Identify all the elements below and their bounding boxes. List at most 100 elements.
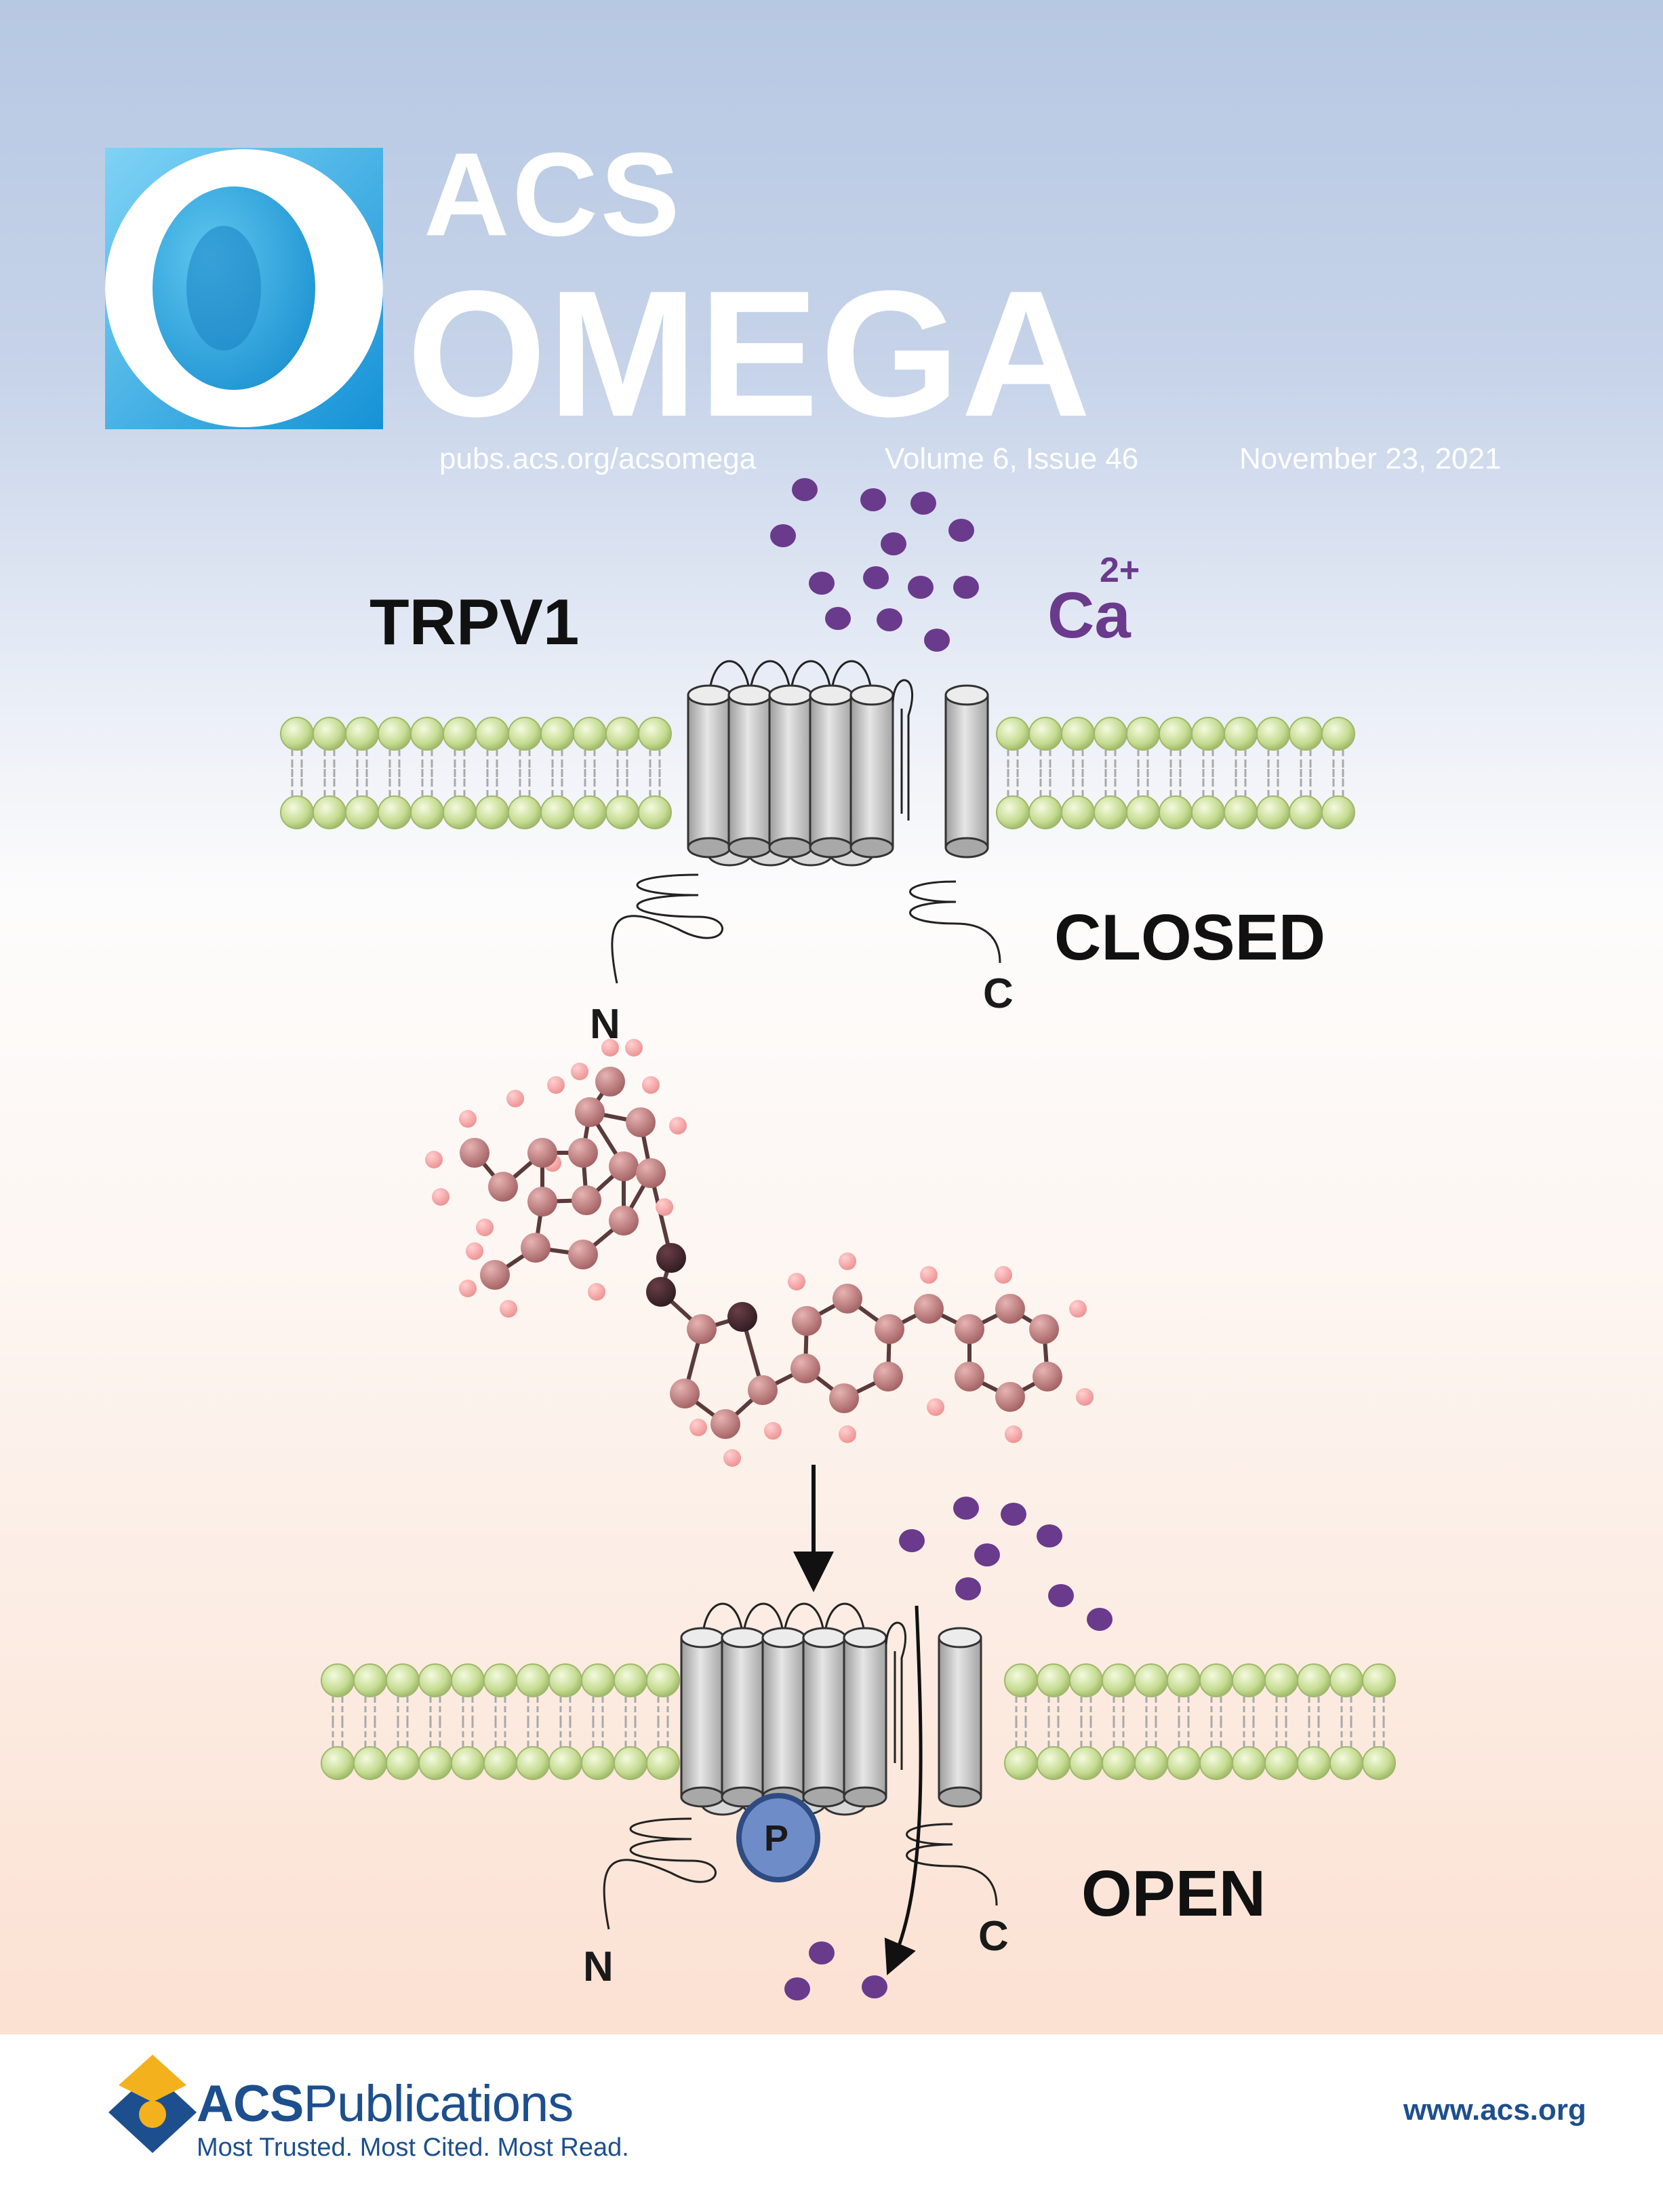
calcium-ion [809, 1941, 835, 1964]
lipid-head [483, 1663, 517, 1697]
lipid-head [1126, 795, 1160, 829]
lipid-head [1329, 1663, 1363, 1697]
lipid-head [386, 1746, 420, 1780]
hydrogen-atom [425, 1151, 443, 1168]
hydrogen-atom [723, 1449, 741, 1467]
lipid-head [1069, 1746, 1103, 1780]
carbon-atom [572, 1185, 601, 1215]
calcium-ion [1087, 1608, 1113, 1631]
lipid-head [321, 1746, 355, 1780]
lipid-membrane-closed [280, 717, 1355, 829]
carbon-atom [670, 1379, 700, 1408]
lipid-head [418, 1746, 452, 1780]
calcium-ion [862, 1975, 887, 1998]
hydrogen-atom [788, 1273, 805, 1290]
lipid-head [443, 717, 477, 751]
calcium-ion [881, 532, 906, 555]
helix-bottom [938, 1786, 982, 1808]
helix-body [944, 694, 989, 849]
lipid-head [410, 717, 444, 751]
lipid-head [483, 1746, 517, 1780]
channel-loop [748, 660, 792, 703]
helix-top [809, 684, 854, 706]
helix-body [680, 1636, 725, 1798]
lipid-head [581, 1746, 615, 1780]
calcium-ion [953, 576, 979, 599]
lipid-head [1289, 795, 1323, 829]
carbon-atom [626, 1107, 656, 1137]
carbon-atom [875, 1314, 904, 1344]
calcium-ion [792, 478, 818, 501]
lipid-head [1199, 1746, 1233, 1780]
nitrogen-atom [656, 1243, 686, 1273]
lipid-head [378, 795, 412, 829]
channel-loop [701, 1602, 744, 1645]
helix-top [938, 1627, 982, 1648]
calcium-ion [877, 608, 902, 631]
calcium-ion [860, 488, 886, 511]
hydrogen-atom [669, 1117, 687, 1134]
calcium-ion [953, 1497, 979, 1520]
carbon-atom [636, 1158, 666, 1188]
lipid-head [378, 717, 412, 751]
carbon-atom [527, 1138, 557, 1168]
lipid-head [1199, 1663, 1233, 1697]
publisher-site[interactable]: www.acs.org [1403, 2093, 1586, 2127]
footer-band [0, 2034, 1663, 2212]
lipid-head [345, 717, 379, 751]
hydrogen-atom [625, 1039, 643, 1056]
n-terminal-tail [603, 1817, 717, 1930]
lipid-head [1061, 717, 1095, 751]
lipid-head [1297, 1746, 1331, 1780]
hydrogen-atom [476, 1219, 494, 1236]
lipid-head [1224, 717, 1258, 751]
channel-loop [823, 1602, 866, 1645]
lipid-head [1264, 1746, 1298, 1780]
nitrogen-atom [727, 1302, 757, 1332]
lipid-head [418, 1663, 452, 1697]
carbon-atom [1029, 1314, 1059, 1344]
lipid-head [1037, 1663, 1070, 1697]
hydrogen-atom [432, 1188, 449, 1206]
carbon-atom [488, 1172, 518, 1202]
carbon-atom [1033, 1362, 1062, 1391]
helix-top [768, 684, 813, 706]
trpv1-channel-closed [611, 660, 1001, 984]
hydrogen-atom [547, 1076, 565, 1094]
hydrogen-atom [689, 1419, 707, 1436]
lipid-head [1134, 1746, 1168, 1780]
lipid-head [638, 795, 672, 829]
carbon-atom [575, 1097, 605, 1127]
lipid-head [614, 1663, 647, 1697]
helix-body [849, 694, 894, 849]
channel-loop [789, 660, 833, 703]
carbon-atom [460, 1138, 489, 1168]
lipid-head [516, 1663, 550, 1697]
hydrogen-atom [1076, 1388, 1094, 1406]
helix-body [843, 1636, 887, 1798]
calcium-ion [908, 576, 934, 599]
lipid-head [475, 717, 509, 751]
helix-top [802, 1627, 847, 1648]
acs-omega-logo-icon [105, 148, 383, 429]
state-closed-label: CLOSED [1054, 901, 1326, 974]
hydrogen-atom [642, 1076, 660, 1094]
phospho-label: P [764, 1818, 789, 1859]
hydrogen-atom [1005, 1425, 1022, 1443]
helix-top [727, 684, 772, 706]
helix-bottom [944, 837, 989, 858]
lipid-head [1159, 795, 1193, 829]
lipid-head [1004, 1663, 1038, 1697]
carbon-atom [480, 1260, 510, 1290]
n-terminal-tail [611, 873, 723, 984]
lipid-head [1362, 1746, 1396, 1780]
lipid-head [1134, 1663, 1168, 1697]
trpv1-channel-open [603, 1602, 998, 1930]
publisher-brand-publications: Publications [303, 2075, 574, 2133]
lipid-head [996, 795, 1030, 829]
phosphate-bubble [736, 1793, 820, 1882]
calcium-ion [809, 572, 835, 595]
c-terminal-tail [909, 880, 1001, 964]
pore-loop [885, 1621, 906, 1770]
